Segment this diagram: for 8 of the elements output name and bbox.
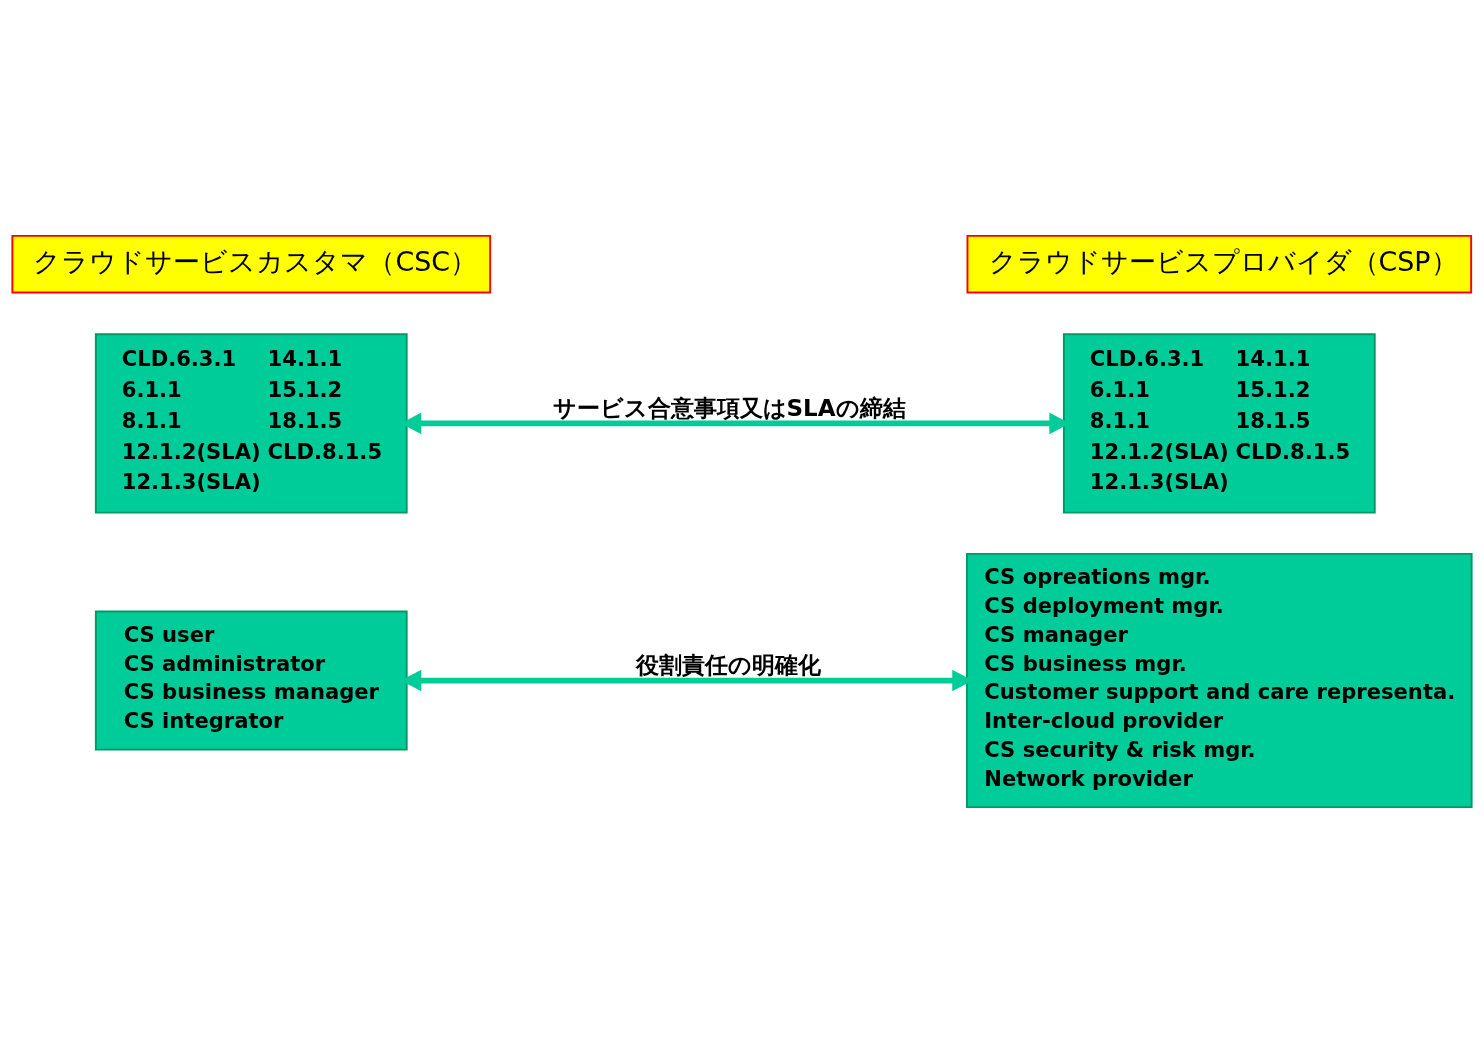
edge-label: サービス合意事項又はSLAの締結: [552, 394, 906, 421]
node-box: クラウドサービスカスタマ（CSC）: [11, 234, 492, 294]
node-box: CS user CS administrator CS business manager CS integrator: [94, 610, 408, 751]
edge-label: 役割責任の明確化: [635, 652, 821, 679]
node-box: CLD.6.3.1 14.1.1 6.1.1 15.1.2 8.1.1 18.1.5 12.1.2(SLA) CLD.8.1.5 12.1.3(SLA): [94, 333, 408, 514]
node-box: クラウドサービスプロバイダ（CSP）: [966, 234, 1473, 294]
node-box: CS opreations mgr. CS deployment mgr. CS manager CS business mgr. Customer support and care representa. Inter-cloud provider CS security & risk mgr. Network provider: [966, 552, 1473, 809]
node-box: CLD.6.3.1 14.1.1 6.1.1 15.1.2 8.1.1 18.1.5 12.1.2(SLA) CLD.8.1.5 12.1.3(SLA): [1062, 333, 1376, 514]
